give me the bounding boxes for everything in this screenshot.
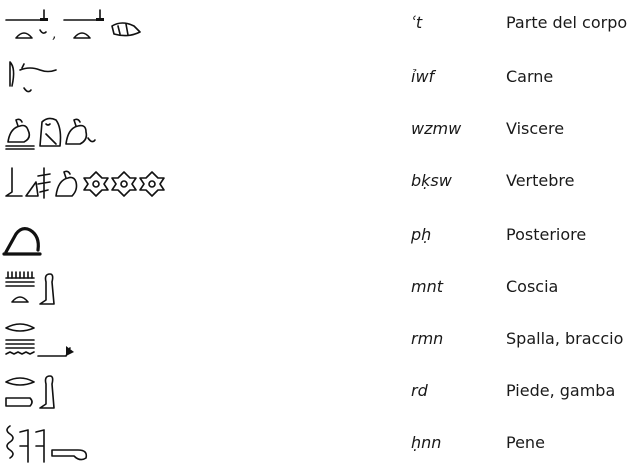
table-row: ỉwf Carne xyxy=(0,54,639,106)
transliteration: wzmw xyxy=(411,119,462,138)
meaning: Viscere xyxy=(506,119,565,138)
table-row: bḳsw Vertebre xyxy=(0,158,639,210)
transliteration: ỉwf xyxy=(411,67,435,86)
meaning: Piede, gamba xyxy=(506,381,616,400)
meaning: Spalla, braccio xyxy=(506,329,624,348)
transliteration: rmn xyxy=(411,329,444,348)
meaning: Pene xyxy=(506,433,545,452)
table-row: pḥ Posteriore xyxy=(0,212,639,264)
meaning: Coscia xyxy=(506,277,559,296)
hieroglyph-group-hnn-icon xyxy=(0,422,360,468)
meaning: Parte del corpo xyxy=(506,13,628,32)
table-row: wzmw Viscere xyxy=(0,106,639,158)
hieroglyph-group-mnt-icon xyxy=(0,266,360,312)
table-row: ḥnn Pene xyxy=(0,420,639,472)
hieroglyph-group-wzmw-icon xyxy=(0,108,360,154)
svg-text:,: , xyxy=(52,26,56,42)
meaning: Posteriore xyxy=(506,225,587,244)
transliteration: pḥ xyxy=(411,225,432,244)
transliteration: mnt xyxy=(411,277,443,296)
transliteration: ḥnn xyxy=(411,433,442,452)
hieroglyph-group-iwf-icon xyxy=(0,56,360,102)
transliteration: rd xyxy=(411,381,428,400)
hieroglyph-group-at-icon: , xyxy=(0,2,360,48)
hieroglyph-group-bksw-icon xyxy=(0,160,360,206)
hieroglyph-group-rd-icon xyxy=(0,370,360,416)
hieroglyph-group-ph-icon xyxy=(0,214,360,260)
meaning: Vertebre xyxy=(506,171,575,190)
hieroglyph-group-rmn-icon xyxy=(0,318,360,364)
table-row: rd Piede, gamba xyxy=(0,368,639,420)
transliteration: ʿt xyxy=(411,13,423,32)
meaning: Carne xyxy=(506,67,554,86)
table-row: rmn Spalla, braccio xyxy=(0,316,639,368)
table-row: mnt Coscia xyxy=(0,264,639,316)
table-row: , ʿt Parte del corpo xyxy=(0,0,639,52)
transliteration: bḳsw xyxy=(411,171,452,190)
